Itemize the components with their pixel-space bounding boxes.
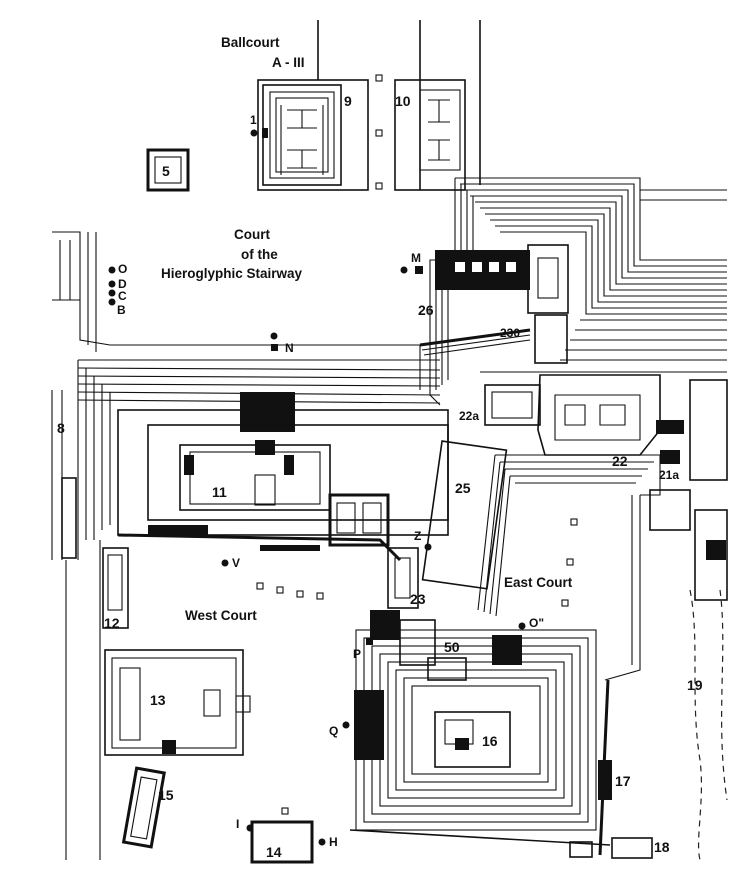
structure-13-label: 13 xyxy=(150,692,166,708)
structure-22-complex xyxy=(484,374,684,464)
structure-5-label: 5 xyxy=(162,163,170,179)
structure-50-label: 50 xyxy=(444,639,460,655)
structure-14-outline xyxy=(250,820,314,864)
structure-14-label: 14 xyxy=(266,844,282,860)
ballcourt-label: Ballcourt xyxy=(221,35,280,50)
structure-12-outline xyxy=(102,547,129,629)
stela-m-label: M xyxy=(411,251,421,265)
hieroglyphic-court-label-3: Hieroglyphic Stairway xyxy=(161,266,303,281)
structure-26-terraces xyxy=(419,177,727,406)
stela-b-label: B xyxy=(117,303,126,317)
hieroglyphic-court-label-2: of the xyxy=(241,247,278,262)
structure-26-label: 26 xyxy=(418,302,434,318)
east-court-markers xyxy=(561,518,578,607)
structure-23-label: 23 xyxy=(410,591,426,607)
structure-25-outline xyxy=(421,440,508,590)
ballcourt-group xyxy=(257,20,481,191)
structure-5-outline xyxy=(146,148,190,192)
hieroglyphic-court-label-1: Court xyxy=(234,227,270,242)
stela-o-label: O xyxy=(118,262,127,276)
structure-9-label: 9 xyxy=(344,93,352,109)
west-court-label: West Court xyxy=(185,608,257,623)
stela-1-label: 1 xyxy=(250,113,257,127)
structure-23-outline xyxy=(387,547,419,609)
structure-17-block xyxy=(598,760,612,800)
stelae-markers xyxy=(108,129,526,846)
structure-18-label: 18 xyxy=(654,839,670,855)
ballcourt-code-label: A - III xyxy=(272,55,305,70)
structure-19-label: 19 xyxy=(687,677,703,693)
structure-25-label: 25 xyxy=(455,480,471,496)
structure-8-label: 8 xyxy=(57,420,65,436)
stela-p-label: P xyxy=(353,647,361,661)
structure-10-label: 10 xyxy=(395,93,411,109)
structure-15-label: 15 xyxy=(158,787,174,803)
structure-11-label: 11 xyxy=(212,484,227,500)
stela-z-label: Z xyxy=(414,529,421,543)
stela-c-label: C xyxy=(118,289,127,303)
stela-d-label: D xyxy=(118,277,127,291)
structure-13-outline xyxy=(104,649,251,756)
stela-v-label: V xyxy=(232,556,240,570)
structure-22a-label: 22a xyxy=(459,409,479,423)
structure-11-complex xyxy=(117,409,449,562)
structure-230-label: 230 xyxy=(500,326,520,340)
structure-22-label: 22 xyxy=(612,453,628,469)
west-court-markers xyxy=(256,582,324,600)
structure-50-outline xyxy=(399,619,436,666)
structure-16-terraces xyxy=(349,629,611,858)
stela-o2-label: O" xyxy=(529,616,544,630)
structure-21a-label: 21a xyxy=(659,468,679,482)
east-court-terraces xyxy=(477,379,728,856)
structure-17-label: 17 xyxy=(615,773,631,789)
structure-18-outline xyxy=(611,837,653,859)
structure-15-outline xyxy=(121,766,166,849)
stela-q-label: Q xyxy=(329,724,338,738)
stela-i-label: I xyxy=(236,817,239,831)
stela-h-label: H xyxy=(329,835,338,849)
river-edge-dashed xyxy=(689,589,703,861)
east-court-label: East Court xyxy=(504,575,573,590)
stela-n-label: N xyxy=(285,341,294,355)
structure-16-label: 16 xyxy=(482,733,498,749)
structure-12-label: 12 xyxy=(104,615,120,631)
